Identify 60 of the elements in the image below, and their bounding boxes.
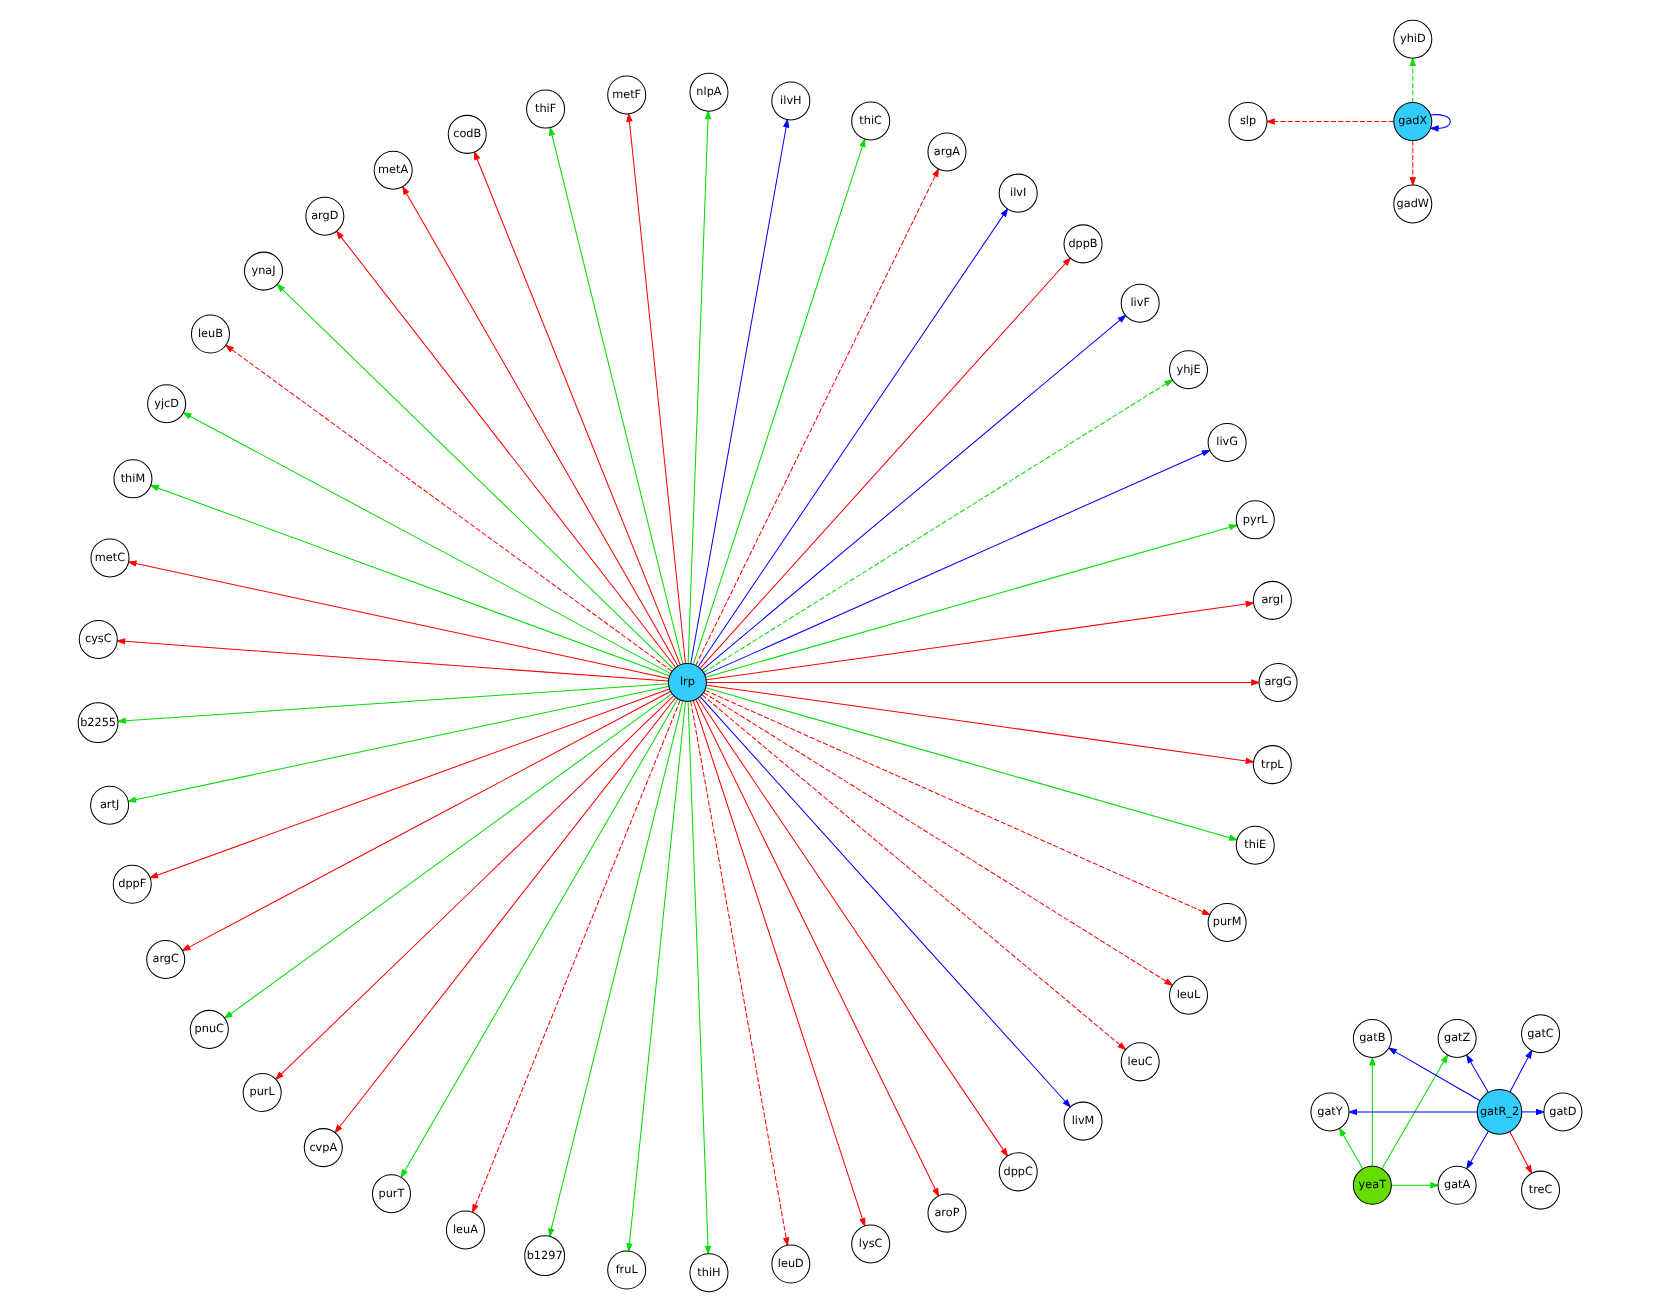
arrow [548, 700, 684, 1238]
arrow [695, 699, 940, 1198]
arrow [1387, 1047, 1481, 1102]
arrow [1509, 1049, 1533, 1093]
arrow [701, 314, 1127, 671]
arrow [697, 698, 1009, 1158]
arrow [1409, 140, 1417, 187]
arrow [115, 638, 669, 682]
arrow [704, 689, 1212, 916]
arrow [706, 679, 1261, 686]
arrow [276, 283, 674, 670]
arrow [692, 700, 866, 1228]
arrow [687, 109, 712, 664]
arrow [149, 484, 670, 677]
arrow [224, 344, 673, 672]
arrow [1466, 1130, 1489, 1170]
arrow [690, 701, 790, 1247]
arrow [127, 560, 670, 679]
arrow [334, 697, 676, 1134]
arrow [548, 126, 684, 665]
arrow [705, 687, 1239, 841]
arrow [1429, 114, 1451, 132]
arrow [1409, 56, 1417, 103]
arrow [1509, 1131, 1533, 1175]
arrow [687, 701, 712, 1256]
arrow [704, 449, 1212, 676]
arrow [1369, 1056, 1376, 1167]
arrow [148, 688, 670, 879]
arrow [1347, 1108, 1478, 1116]
arrow [700, 256, 1072, 669]
arrow [706, 600, 1255, 681]
arrow [116, 683, 669, 725]
arrow [626, 112, 686, 664]
arrow [473, 150, 681, 666]
arrow [705, 524, 1239, 678]
arrow [703, 692, 1174, 986]
arrow [472, 699, 681, 1214]
arrow [181, 691, 671, 952]
arrow [400, 698, 679, 1179]
arrow [1381, 1053, 1449, 1170]
arrow [703, 379, 1174, 673]
arrow [626, 701, 686, 1253]
arrow [695, 167, 940, 666]
arrow [700, 696, 1072, 1109]
arrow [401, 185, 679, 667]
arrow [1338, 1127, 1364, 1170]
arrow [706, 684, 1255, 765]
arrow [1521, 1108, 1546, 1116]
arrow [697, 207, 1009, 667]
arrow [1265, 118, 1395, 125]
arrow [223, 693, 673, 1020]
arrow [335, 230, 677, 668]
arrow [182, 412, 671, 674]
arrow [274, 695, 674, 1081]
arrow [126, 686, 670, 803]
arrow [1391, 1182, 1440, 1189]
arrow [690, 118, 790, 664]
arrow [1466, 1054, 1489, 1094]
arrow [692, 137, 866, 665]
arrow [701, 694, 1127, 1051]
